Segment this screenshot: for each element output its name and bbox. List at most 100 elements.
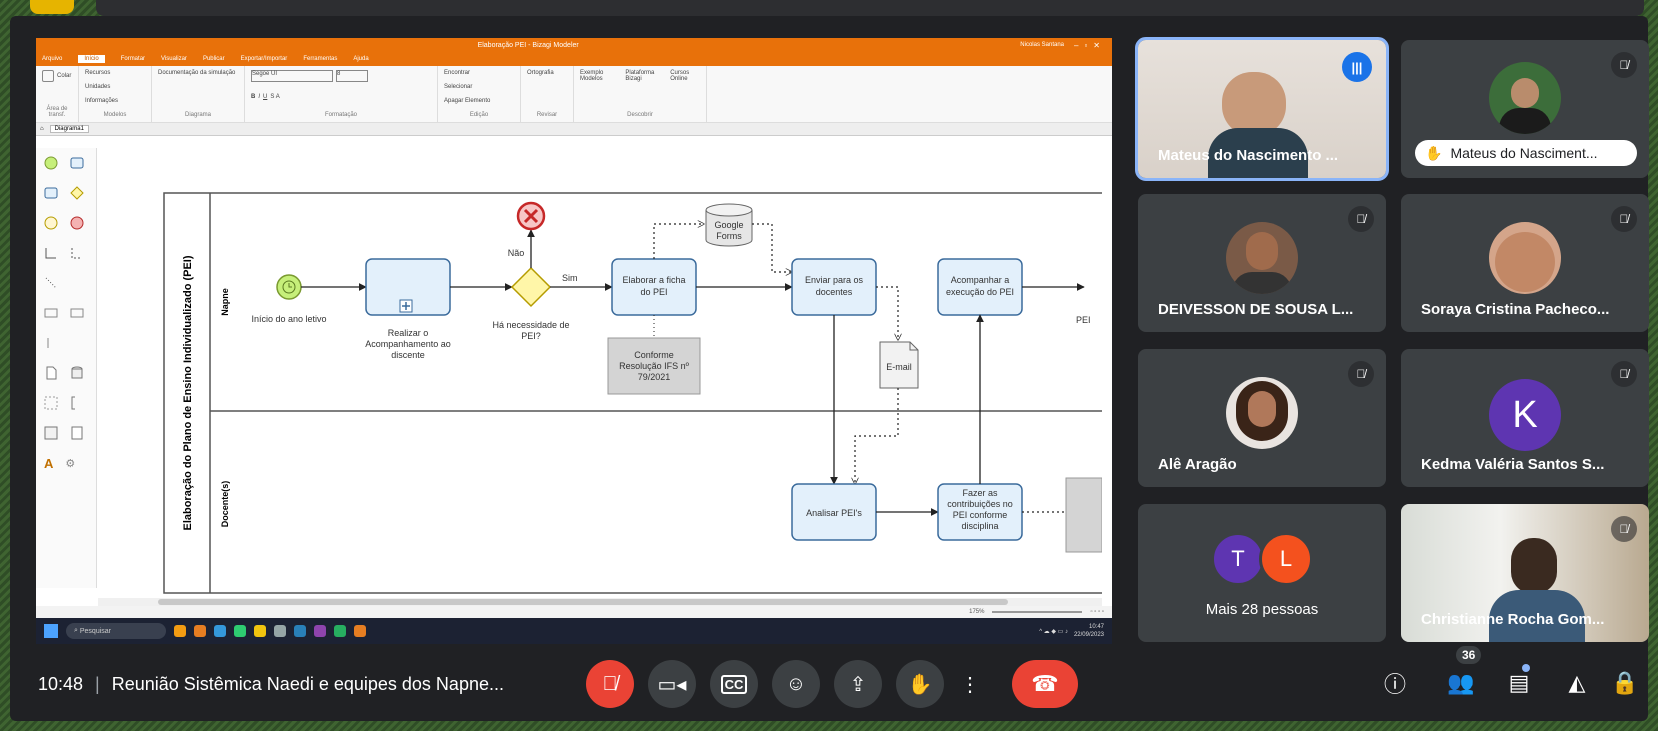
start-event-tool[interactable] [44,156,58,170]
app-icon-2[interactable] [194,625,206,637]
paste-button[interactable]: Colar [42,70,72,82]
horizontal-scrollbar[interactable] [98,598,1102,606]
emoji-button[interactable]: ☺ [772,660,820,708]
menu-format[interactable]: Formatar [120,56,146,62]
bizagi-taskbar-icon[interactable] [354,625,366,637]
data-store-tool[interactable] [70,366,84,380]
model-examples-button[interactable]: Exemplo Modelos [580,70,604,82]
select-button[interactable]: Selecionar [444,84,473,90]
task-tool[interactable] [70,156,84,170]
text-tool-icon[interactable]: A [44,456,54,471]
app-icon-5[interactable] [254,625,266,637]
intermediate-event-tool[interactable] [44,216,58,230]
annotation-tool[interactable] [70,396,84,410]
speaking-indicator-icon: ||| [1342,52,1372,82]
participant-tile-6[interactable]: K 🎙̸ Kedma Valéria Santos S... [1401,349,1649,487]
data-object-email[interactable] [879,341,919,389]
people-icon: 👥 [1447,670,1475,695]
font-family-select[interactable]: Segoe UI [251,70,333,82]
delete-element-button[interactable]: Apagar Elemento [444,98,491,104]
menu-view[interactable]: Visualizar [161,56,187,62]
annotation-resolucao[interactable] [607,337,701,395]
participant-tile-2[interactable]: 🎙̸ ✋Mateus do Nasciment... [1401,40,1649,178]
datastore-google-forms[interactable] [705,203,753,217]
menu-export[interactable]: Exportar/Importar [240,56,288,62]
units-button[interactable]: Unidades [85,84,111,90]
zoom-slider[interactable] [992,611,1083,613]
online-courses-button[interactable]: Cursos Online [670,70,690,82]
simulation-doc-button[interactable]: Documentação da simulação [158,70,236,76]
app-icon-7[interactable] [294,625,306,637]
system-tray: ^ ☁ ◆ ▭ ♪ 10:47 22/09/2023 [1039,623,1104,639]
mic-off-icon: 🎙̸ [1611,361,1637,387]
find-button[interactable]: Encontrar [444,70,471,76]
leave-call-button[interactable]: ☎ [1012,660,1078,708]
resources-button[interactable]: Recursos [85,70,111,76]
pei-cut-label: PEI [1076,315,1091,325]
data-object-tool[interactable] [44,366,58,380]
participant-tile-4[interactable]: 🎙̸ Soraya Cristina Pacheco... [1401,194,1649,332]
participant-tile-1[interactable]: ||| Mateus do Nascimento ... [1135,37,1389,181]
people-button[interactable]: 👥 [1446,668,1476,698]
font-size-select[interactable]: 8 [336,70,368,82]
windows-taskbar: ⌕ Pesquisar ^ ☁ ◆ ▭ ♪ 10:47 22/09/2023 [36,618,1112,644]
menu-home[interactable]: Início [78,55,105,63]
association-tool[interactable] [44,276,58,290]
mic-off-icon: 🎙̸ [1611,206,1637,232]
camera-toggle-button[interactable]: ▭◂ [648,660,696,708]
chat-button[interactable]: ▤ [1504,668,1534,698]
gateway-pei[interactable] [510,266,552,308]
connector-tool-icon[interactable]: ⚙ [65,458,76,470]
home-tab-icon[interactable]: ⌂ [40,126,44,132]
windows-start-icon[interactable] [44,624,58,638]
end-event-tool[interactable] [70,216,84,230]
group-tool[interactable] [44,396,58,410]
app-icon-8[interactable] [314,625,326,637]
app-icon-3[interactable] [214,625,226,637]
ribbon: Colar Área de transf. Recursos Unidades … [36,66,1112,123]
more-options-button[interactable]: ⋮ [958,660,982,708]
participant-tile-7[interactable]: 🎙̸ Christianne Rocha Gom... [1401,504,1649,642]
subprocess-tool[interactable] [44,186,58,200]
format-buttons[interactable]: B I U S A [251,94,280,100]
participant-tile-5[interactable]: 🎙̸ Alê Aragão [1138,349,1386,487]
milestone-tool[interactable] [44,336,58,350]
diagram-tab[interactable]: Diagrama1 [49,125,89,133]
participant-name-4: Soraya Cristina Pacheco... [1421,301,1610,318]
app-icon-9[interactable] [334,625,346,637]
app-icon-6[interactable] [274,625,286,637]
more-participants-tile[interactable]: T L Mais 28 pessoas [1138,504,1386,642]
activities-button[interactable]: ◭ [1562,668,1592,698]
sequence-flow-tool[interactable] [44,246,58,260]
ribbon-group-clipboard: Colar Área de transf. [36,66,79,122]
info-button[interactable]: Informações [85,98,119,104]
spelling-button[interactable]: Ortografia [527,70,554,76]
taskbar-search[interactable]: ⌕ Pesquisar [66,623,166,639]
image-tool[interactable] [44,426,58,440]
annotation-cut[interactable] [1065,477,1102,553]
diagram-canvas[interactable]: Elaboração do Plano de Ensino Individual… [98,148,1102,594]
captions-button[interactable]: CC [710,660,758,708]
message-flow-tool[interactable] [70,246,84,260]
view-icons[interactable]: ▫ ▫ ▫ ▫ [1090,609,1104,615]
bizagi-platform-button[interactable]: Plataforma Bizagi [625,70,655,82]
menu-tools[interactable]: Ferramentas [303,56,338,62]
pool-tool[interactable] [44,306,58,320]
app-icon-4[interactable] [234,625,246,637]
menu-file[interactable]: Arquivo [42,56,63,62]
participant-tile-3[interactable]: 🎙̸ DEIVESSON DE SOUSA L... [1138,194,1386,332]
header-tool[interactable] [70,426,84,440]
lane-tool[interactable] [70,306,84,320]
app-icon-1[interactable] [174,625,186,637]
tray-icons[interactable]: ^ ☁ ◆ ▭ ♪ [1039,628,1068,635]
menu-help[interactable]: Ajuda [353,56,369,62]
raise-hand-button[interactable]: ✋ [896,660,944,708]
meeting-details-button[interactable]: ⓘ [1380,668,1410,698]
menu-publish[interactable]: Publicar [202,56,225,62]
mic-toggle-button[interactable]: 🎙̸ [586,660,634,708]
window-controls[interactable]: –▫✕ [1074,40,1106,50]
host-controls-button[interactable]: 🔒 [1610,668,1640,698]
gateway-tool[interactable] [70,186,84,200]
present-button[interactable]: ⇪ [834,660,882,708]
